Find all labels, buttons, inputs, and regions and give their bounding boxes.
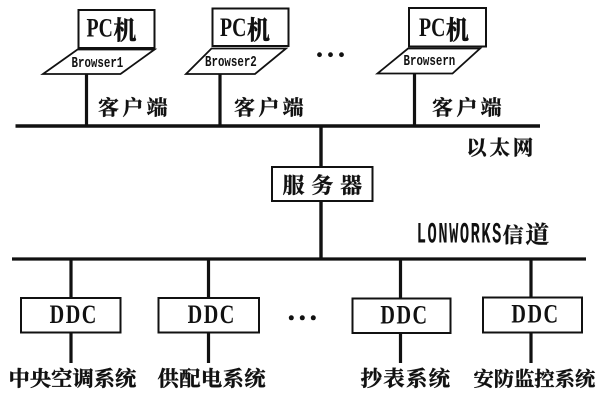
svg-text:Browser2: Browser2: [205, 53, 257, 70]
svg-text:DDC: DDC: [50, 301, 98, 330]
svg-text:Browsern: Browsern: [404, 52, 456, 69]
svg-text:DDC: DDC: [380, 301, 428, 330]
svg-text:PC: PC: [87, 13, 113, 42]
svg-text:LONWORKS: LONWORKS: [417, 219, 503, 253]
svg-text:Browser1: Browser1: [72, 54, 124, 71]
svg-text:DDC: DDC: [188, 301, 236, 330]
svg-text:DDC: DDC: [511, 300, 559, 329]
svg-text:PC: PC: [419, 13, 445, 42]
svg-text:PC: PC: [220, 13, 246, 42]
